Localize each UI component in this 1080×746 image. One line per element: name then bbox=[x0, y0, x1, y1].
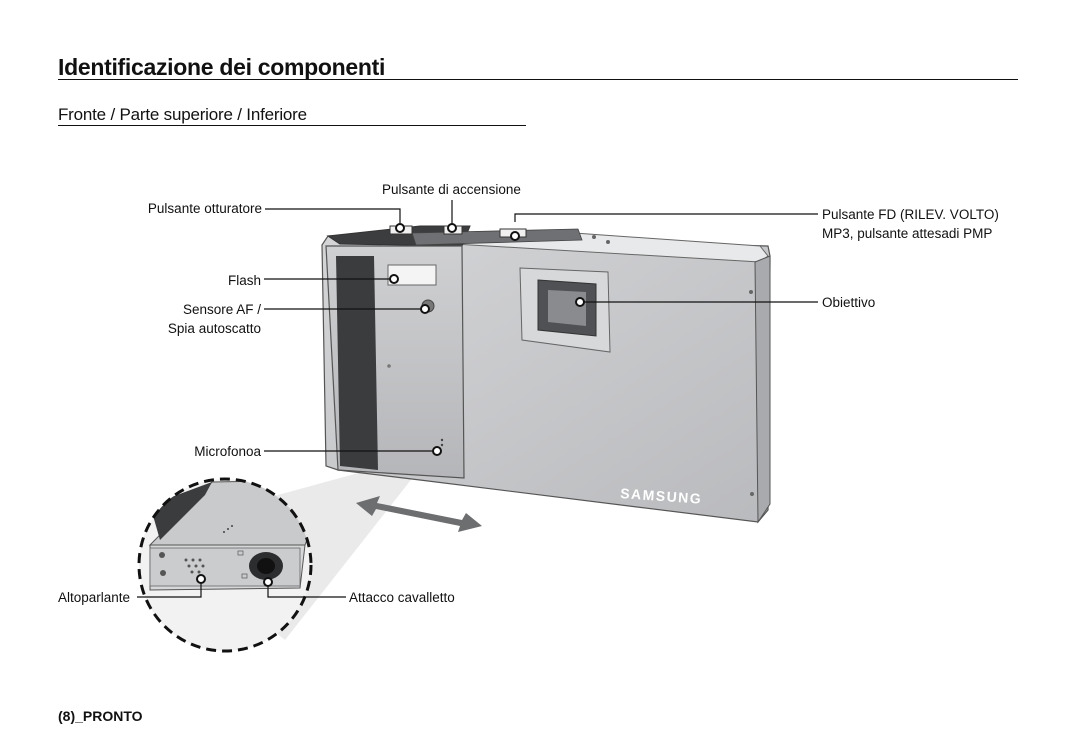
slide-arrow bbox=[356, 496, 482, 532]
label-flash: Flash bbox=[227, 273, 261, 288]
page-title: Identificazione dei componenti bbox=[58, 54, 386, 80]
subtitle-divider bbox=[58, 125, 526, 126]
label-tripod: Attacco cavalletto bbox=[349, 590, 455, 605]
label-af-line1: Sensore AF / bbox=[182, 302, 261, 317]
brand-logo: SAMSUNG bbox=[620, 485, 703, 507]
label-mic: Microfonoa bbox=[194, 444, 261, 459]
leader-lines bbox=[137, 200, 818, 598]
label-fd-line2: MP3, pulsante attesadi PMP bbox=[822, 226, 993, 241]
label-speaker: Altoparlante bbox=[58, 590, 131, 605]
label-shutter: Pulsante otturatore bbox=[147, 201, 262, 216]
leader-dots bbox=[196, 223, 585, 587]
page-footer: (8)_PRONTO bbox=[58, 708, 143, 724]
title-divider bbox=[58, 79, 1018, 80]
camera-body bbox=[321, 225, 771, 524]
label-af-line2: Spia autoscatto bbox=[167, 321, 261, 336]
section-subtitle: Fronte / Parte superiore / Inferiore bbox=[58, 105, 307, 124]
label-lens: Obiettivo bbox=[822, 295, 876, 310]
label-fd-line1: Pulsante FD (RILEV. VOLTO) bbox=[822, 207, 999, 222]
label-power: Pulsante di accensione bbox=[382, 182, 521, 197]
